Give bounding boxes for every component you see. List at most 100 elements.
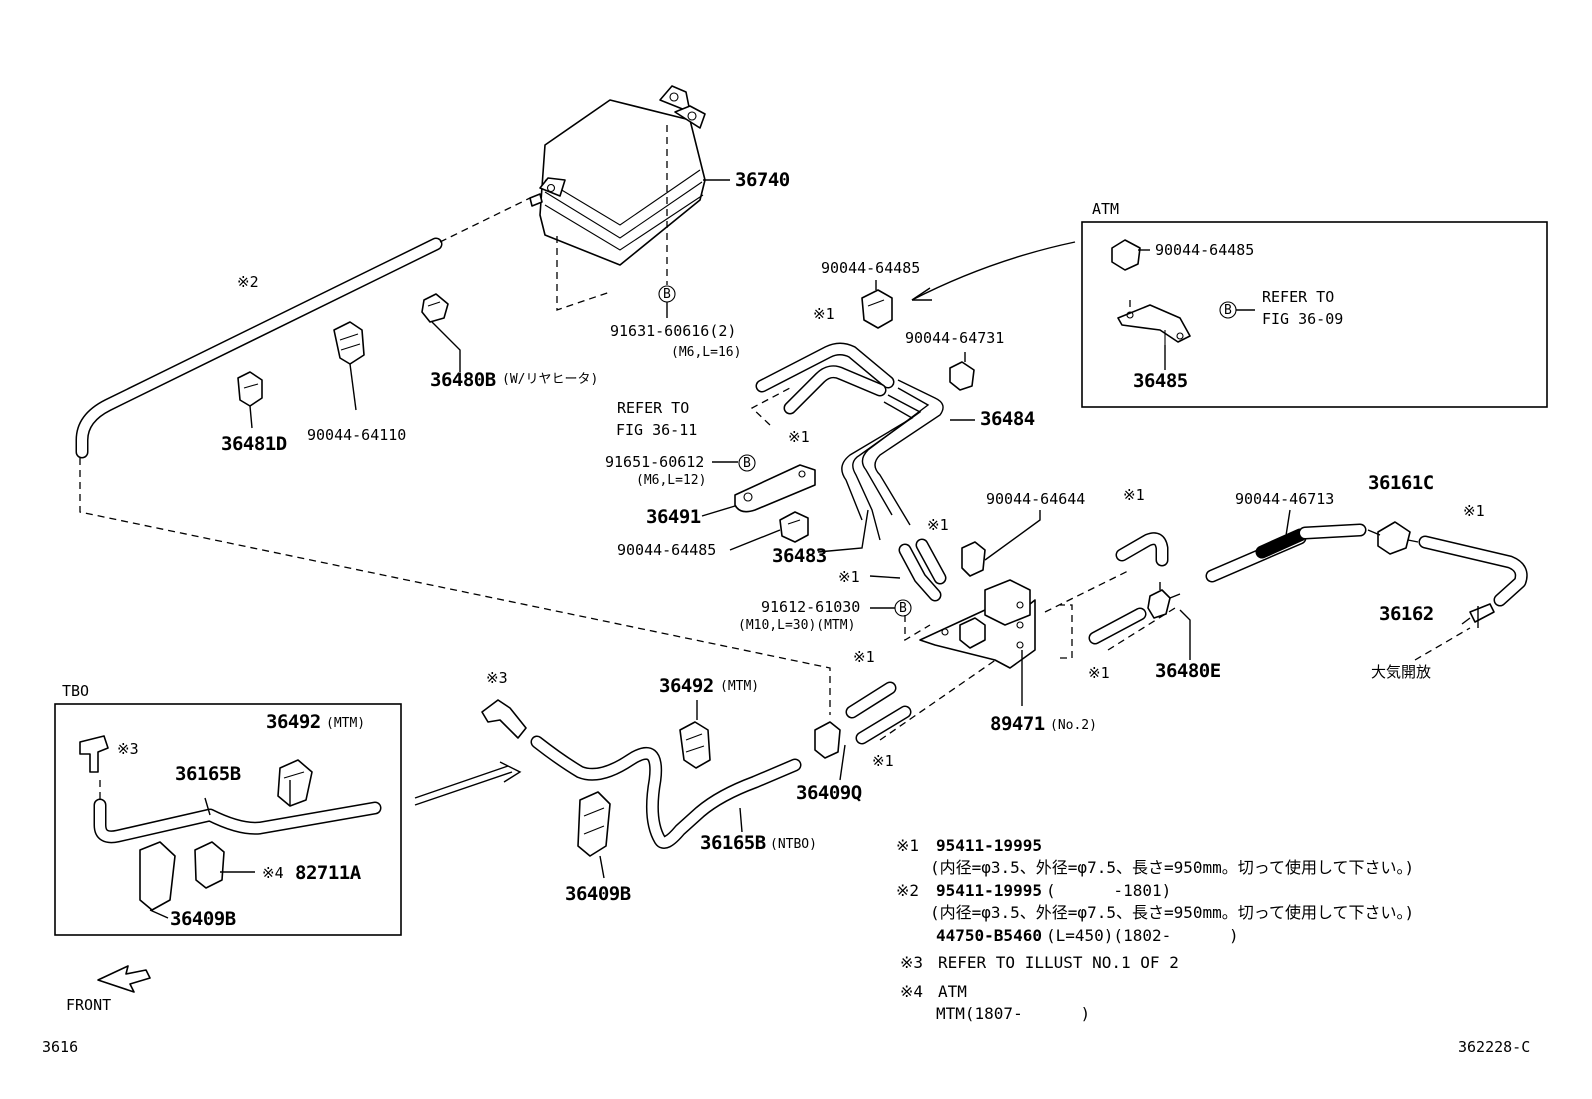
lower-hose-group-drawing — [481, 681, 912, 857]
label-91631-60616: 91631-60616(2) — [610, 322, 737, 340]
label-refer-to-1: REFER TO — [617, 399, 690, 417]
diagram-code: 362228-C — [1458, 1038, 1531, 1056]
ref-mark-1-h: ※1 — [853, 648, 875, 666]
note-2-part: 95411-19995 — [936, 881, 1042, 900]
label-36480E: 36480E — [1155, 660, 1221, 682]
dashed-guides — [79, 125, 1471, 800]
atm-refer-to: REFER TO — [1262, 288, 1335, 306]
label-36409Q: 36409Q — [796, 782, 862, 804]
note-3-mark: ※3 — [900, 953, 924, 972]
label-36409B-main: 36409B — [565, 883, 631, 905]
note-2-mark: ※2 — [896, 881, 920, 900]
circle-b-markers — [658, 285, 1237, 617]
ref-mark-1-g: ※1 — [1088, 664, 1110, 682]
note-1-mark: ※1 — [896, 836, 920, 855]
note-1-desc: (内径=φ3.5、外径=φ7.5、長さ=950mm。切って使用して下さい。) — [930, 858, 1415, 877]
hose-ref2-drawing — [75, 237, 443, 459]
ref-mark-1-c: ※1 — [927, 516, 949, 534]
label-89471: 89471 — [990, 713, 1045, 735]
ref-mark-1-e: ※1 — [1123, 486, 1145, 504]
label-fig-36-11: FIG 36-11 — [616, 421, 698, 439]
note-2-range: ( -1801) — [1046, 881, 1172, 900]
arrow-from-atm-box — [911, 241, 1076, 301]
note-2-desc: (内径=φ3.5、外径=φ7.5、長さ=950mm。切って使用して下さい。) — [930, 903, 1415, 922]
label-90044-46713: 90044-46713 — [1235, 490, 1335, 508]
note-2-alt-part: 44750-B5460 — [936, 926, 1042, 945]
label-36492-mtm-tag: (MTM) — [720, 679, 760, 694]
atm-box — [1081, 221, 1548, 408]
label-90044-64485-left: 90044-64485 — [617, 541, 717, 559]
arrow-from-tbo-box — [414, 761, 522, 806]
charcoal-canister-drawing — [529, 85, 706, 266]
label-taiki-kaiho: 大気開放 — [1371, 663, 1432, 681]
tbo-label-82711A: 82711A — [295, 862, 361, 884]
tbo-box-title: TBO — [62, 682, 90, 700]
label-90044-64731: 90044-64731 — [905, 329, 1005, 347]
clip-90044-64644-drawing — [961, 541, 986, 577]
clip-36480B-drawing — [421, 293, 449, 323]
label-90044-64644: 90044-64644 — [986, 490, 1086, 508]
label-36492-main: 36492 — [659, 675, 714, 697]
label-91651-spec: (M6,L=12) — [636, 473, 707, 488]
hose-assembly-36484-drawing — [755, 342, 947, 602]
ref-mark-1-d: ※1 — [838, 568, 860, 586]
label-36491: 36491 — [646, 506, 701, 528]
label-90044-64110: 90044-64110 — [307, 426, 407, 444]
ref-mark-1-a: ※1 — [813, 305, 835, 323]
label-36165B-ntbo: 36165B — [700, 832, 766, 854]
tbo-ref-mark-4: ※4 — [262, 864, 284, 882]
atm-box-title: ATM — [1092, 200, 1120, 218]
label-89471-note: (No.2) — [1050, 718, 1097, 733]
label-36483: 36483 — [772, 545, 827, 567]
note-4-mark: ※4 — [900, 982, 924, 1001]
ref-mark-1-b: ※1 — [788, 428, 810, 446]
ref-mark-1-i: ※1 — [872, 752, 894, 770]
clip-90044-64485-top-drawing — [861, 289, 893, 329]
tbo-label-36165B: 36165B — [175, 763, 241, 785]
atm-label-90044-64485: 90044-64485 — [1155, 241, 1255, 259]
note-4-line2: MTM(1807- ) — [936, 1004, 1091, 1023]
tbo-ref-mark-3: ※3 — [117, 740, 139, 758]
label-91612-spec: (M10,L=30)(MTM) — [738, 618, 856, 633]
leader-lines — [149, 179, 1479, 919]
label-36161C: 36161C — [1368, 472, 1434, 494]
note-4-line1: ATM — [938, 982, 967, 1001]
label-36481D: 36481D — [221, 433, 287, 455]
label-91651-60612: 91651-60612 — [605, 453, 705, 471]
ref-mark-2: ※2 — [237, 273, 259, 291]
front-label: FRONT — [66, 996, 112, 1014]
label-36740: 36740 — [735, 169, 790, 191]
tbo-mtm-tag: (MTM) — [326, 716, 366, 731]
clip-90044-64485-left-drawing — [779, 511, 809, 543]
right-hose-group-drawing — [1088, 521, 1528, 645]
circle-b-1: B — [663, 287, 671, 302]
label-91612-61030: 91612-61030 — [761, 598, 861, 616]
clip-36481D-drawing — [237, 371, 263, 407]
bracket-36491-drawing — [734, 464, 816, 513]
clip-90044-64110-drawing — [333, 321, 365, 365]
vsv-bracket-89471-drawing — [919, 579, 1036, 669]
note-2-alt-spec: (L=450)(1802- ) — [1046, 926, 1239, 945]
ref-mark-3: ※3 — [486, 669, 508, 687]
circle-b-2: B — [743, 456, 751, 471]
label-36162: 36162 — [1379, 603, 1434, 625]
clip-90044-64731-drawing — [949, 361, 975, 391]
atm-fig-36-09: FIG 36-09 — [1262, 310, 1344, 328]
note-3-text: REFER TO ILLUST NO.1 OF 2 — [938, 953, 1179, 972]
atm-label-36485: 36485 — [1133, 370, 1188, 392]
label-36484: 36484 — [980, 408, 1035, 430]
tbo-label-36492: 36492 — [266, 711, 321, 733]
label-91631-spec: (M6,L=16) — [671, 345, 742, 360]
note-1-part: 95411-19995 — [936, 836, 1042, 855]
circle-b-3: B — [899, 601, 907, 616]
label-90044-64485-top: 90044-64485 — [821, 259, 921, 277]
tbo-label-36409B: 36409B — [170, 908, 236, 930]
front-arrow-icon — [97, 965, 151, 993]
label-ntbo-tag: (NTBO) — [770, 837, 817, 852]
ref-mark-1-f: ※1 — [1463, 502, 1485, 520]
tbo-box — [54, 703, 402, 936]
label-36480B: 36480B — [430, 369, 496, 391]
circle-b-4: B — [1224, 303, 1232, 318]
page-code: 3616 — [42, 1038, 79, 1056]
